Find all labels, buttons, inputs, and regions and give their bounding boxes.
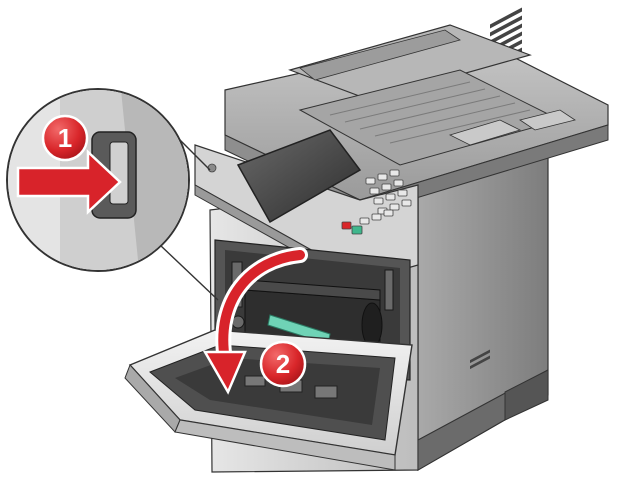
step-badge-2: 2 (259, 340, 307, 388)
stop-button (341, 221, 352, 230)
door-open-arrow (202, 247, 308, 395)
step-badge-1: 1 (41, 114, 89, 162)
front-door-open (124, 329, 413, 471)
zoom-callout (6, 88, 219, 301)
scanner-unit (224, 24, 609, 216)
keypad (359, 169, 412, 225)
step-number-1: 1 (58, 123, 72, 153)
document-feeder-tray (288, 24, 532, 101)
push-arrow (16, 149, 122, 215)
step-number-2: 2 (276, 349, 290, 379)
home-button (207, 163, 217, 173)
start-button (351, 225, 363, 235)
control-panel (194, 129, 419, 291)
touch-screen (236, 129, 362, 224)
